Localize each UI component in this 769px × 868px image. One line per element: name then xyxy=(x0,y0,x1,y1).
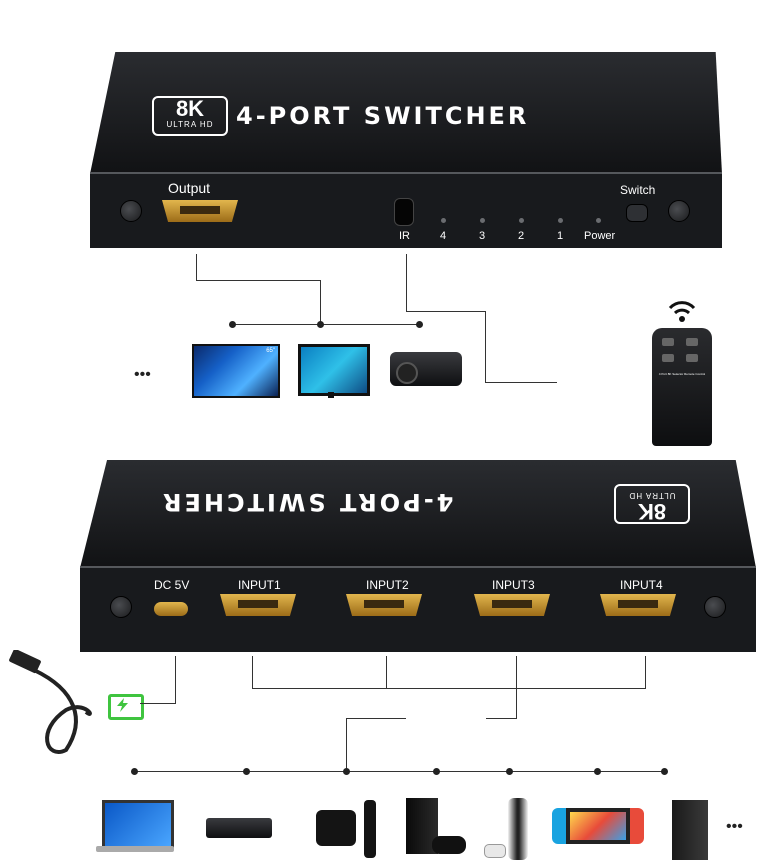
remote-caption: 4 Port 8K Selector Remote Control xyxy=(658,372,706,376)
top-switch-top-face xyxy=(90,52,722,174)
led-label-2: 2 xyxy=(518,230,525,242)
led-label-3: 3 xyxy=(479,230,486,242)
switch-label: Switch xyxy=(620,183,656,197)
output-hdmi-port xyxy=(162,200,238,222)
bottom-title: 4-PORT SWITCHER xyxy=(160,488,454,516)
ir-sensor xyxy=(394,198,414,226)
dc-usb-c-port xyxy=(154,602,188,616)
led-2 xyxy=(519,218,524,223)
input3-hdmi-port xyxy=(474,594,550,616)
input2-label: INPUT2 xyxy=(366,578,409,592)
input3-label: INPUT3 xyxy=(492,578,535,592)
top-left-screw xyxy=(120,200,142,222)
dc-label: DC 5V xyxy=(154,578,190,592)
input1-hdmi-port xyxy=(220,594,296,616)
ir-label: IR xyxy=(399,230,410,242)
input1-label: INPUT1 xyxy=(238,578,281,592)
remote-button-3[interactable] xyxy=(662,354,674,362)
tv-box-icon xyxy=(316,810,356,846)
remote-button-1[interactable] xyxy=(662,338,674,346)
input4-label: INPUT4 xyxy=(620,578,663,592)
led-label-4: 4 xyxy=(440,230,447,242)
top-switch: 8K ULTRA HD 4-PORT SWITCHER Output IR 4 … xyxy=(90,52,722,248)
handheld-console-icon xyxy=(552,808,644,844)
wifi-icon xyxy=(668,298,696,324)
gamepad-icon xyxy=(432,836,466,854)
top-title: 4-PORT SWITCHER xyxy=(236,102,530,130)
bottom-switch: 4-PORT SWITCHER 8K ULTRA HD DC 5V INPUT1… xyxy=(80,460,756,652)
input4-hdmi-port xyxy=(600,594,676,616)
remote-control: 4 Port 8K Selector Remote Control xyxy=(652,328,712,446)
tv-icon: 65" xyxy=(192,344,280,398)
led-1 xyxy=(558,218,563,223)
led-4 xyxy=(441,218,446,223)
bottom-switch-top-face xyxy=(80,460,756,568)
tv-box-remote-icon xyxy=(364,800,376,858)
laptop-icon xyxy=(96,800,174,852)
input2-hdmi-port xyxy=(346,594,422,616)
led-3 xyxy=(480,218,485,223)
remote-button-2[interactable] xyxy=(686,338,698,346)
output-label: Output xyxy=(168,180,211,196)
switch-button[interactable] xyxy=(626,204,648,222)
led-power xyxy=(596,218,601,223)
top-right-screw xyxy=(668,200,690,222)
projector-icon xyxy=(390,352,462,386)
bottom-left-screw xyxy=(110,596,132,618)
white-gamepad-icon xyxy=(484,844,506,858)
monitor-icon xyxy=(298,344,370,396)
bluray-player-icon xyxy=(206,818,272,838)
desktop-pc-icon xyxy=(672,800,708,860)
more-sources-dots: ••• xyxy=(726,818,743,835)
power-label: Power xyxy=(584,230,616,242)
top-logo-8k: 8K ULTRA HD xyxy=(152,96,228,136)
usb-cable-icon xyxy=(6,648,106,760)
battery-charge-icon xyxy=(108,694,144,720)
led-label-1: 1 xyxy=(557,230,564,242)
remote-button-4[interactable] xyxy=(686,354,698,362)
monitor-stand xyxy=(328,392,334,398)
white-console-icon xyxy=(508,798,528,860)
bottom-logo-8k: 8K ULTRA HD xyxy=(614,484,690,524)
bottom-right-screw xyxy=(704,596,726,618)
more-displays-dots: ••• xyxy=(134,366,151,383)
